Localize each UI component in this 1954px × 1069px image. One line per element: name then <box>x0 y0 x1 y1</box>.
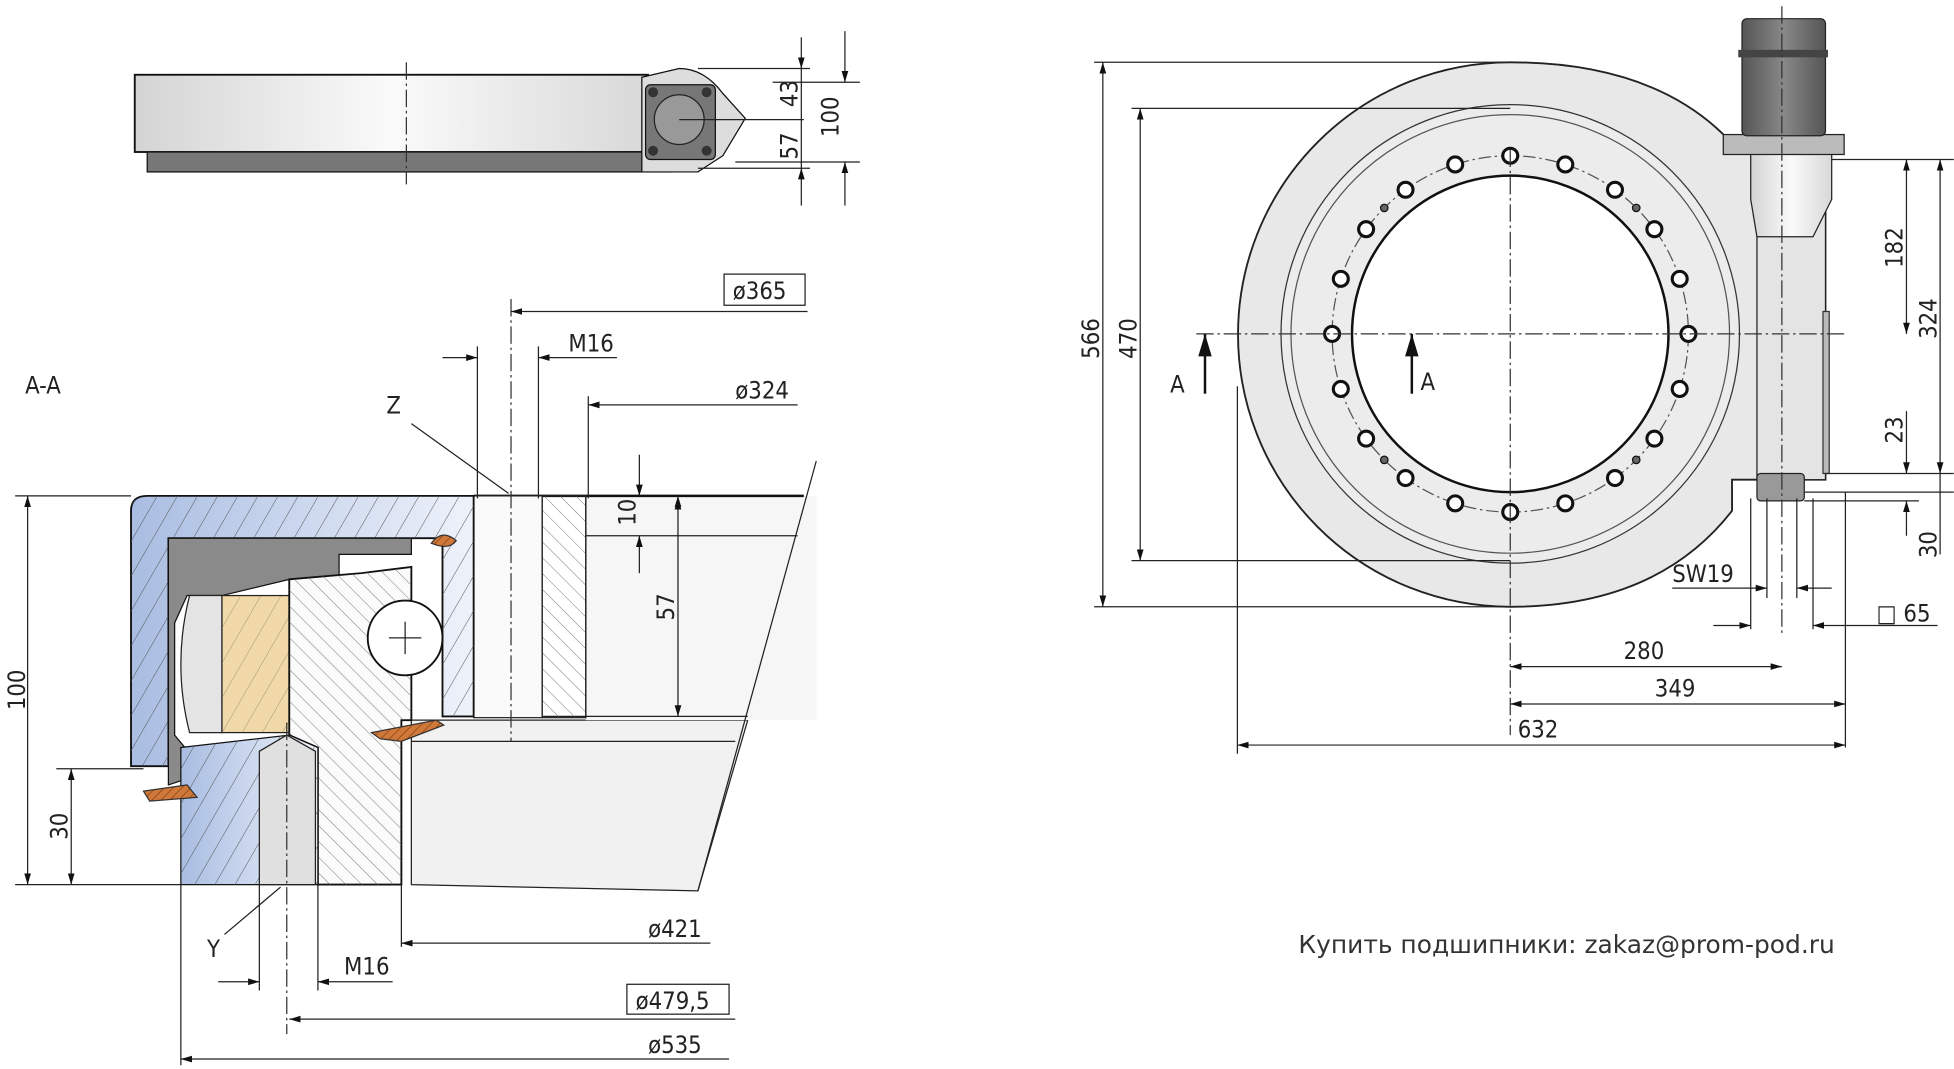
seal-left <box>142 784 199 802</box>
gear-teeth-area <box>585 495 817 721</box>
dim-280: 280 <box>1624 637 1665 665</box>
seal-bottom <box>369 719 446 742</box>
section-a-a: A-A ø365 <box>3 273 817 1066</box>
small-hole <box>1379 455 1389 465</box>
small-hole <box>1379 203 1389 213</box>
dim-d535: ø535 <box>648 1031 702 1059</box>
section-title: A-A <box>25 372 61 400</box>
bolt-hole <box>1670 379 1689 398</box>
bolt-hole <box>1556 494 1575 513</box>
bolt-hole <box>1556 155 1575 174</box>
dim-d479-box <box>626 983 730 1015</box>
dim-324: 324 <box>1914 298 1942 339</box>
motor-adapter <box>1750 151 1833 238</box>
bolt-hole <box>1645 429 1664 448</box>
label-y: Y <box>206 935 221 963</box>
dim-30: 30 <box>1914 531 1942 558</box>
dim-d421: ø421 <box>648 915 702 943</box>
bolt-hole <box>1396 469 1415 488</box>
bolt-hole <box>1446 494 1465 513</box>
dim-30: 30 <box>45 813 73 840</box>
dim-470: 470 <box>1114 318 1142 359</box>
dim-57: 57 <box>776 132 804 159</box>
footer-contact: Купить подшипники: zakaz@prom-pod.ru <box>1298 930 1834 959</box>
bolt-hole <box>1331 379 1350 398</box>
small-hole <box>1631 203 1641 213</box>
dim-sw19: SW19 <box>1672 560 1734 588</box>
bolt-hole <box>1396 180 1415 199</box>
side-view: 43 57 100 <box>133 31 860 206</box>
bolt-hole <box>1605 469 1625 488</box>
dim-100: 100 <box>817 96 845 137</box>
seal-top <box>430 534 458 547</box>
dim-349: 349 <box>1655 674 1696 702</box>
ring-base <box>146 151 672 173</box>
dim-566: 566 <box>1077 318 1105 359</box>
dim-m16-bottom: M16 <box>344 952 389 980</box>
section-mark-left: A <box>1170 370 1185 398</box>
dim-100: 100 <box>3 670 31 711</box>
section-mark-right: A <box>1421 368 1436 396</box>
dim-d365-box <box>723 273 806 306</box>
bolt-hole <box>1357 220 1376 239</box>
bolt-hole <box>1645 220 1664 239</box>
dim-43: 43 <box>776 80 804 107</box>
bolt-holes <box>1323 146 1698 522</box>
label-z: Z <box>386 392 401 420</box>
dim-632: 632 <box>1518 716 1559 744</box>
ring-body <box>133 73 650 153</box>
dim-d479: ø479,5 <box>636 987 710 1015</box>
motor <box>1741 18 1827 137</box>
drive-shaft-end <box>1756 472 1805 502</box>
dim-d365: ø365 <box>733 277 787 305</box>
plan-view: A A 566 470 182 324 23 30 SW19 □ 65 <box>1077 6 1954 754</box>
bolt-hole <box>1605 180 1625 199</box>
bolt-hole <box>1357 429 1376 448</box>
dim-23: 23 <box>1881 416 1909 443</box>
dim-182: 182 <box>1881 227 1909 268</box>
dim-sq65: □ 65 <box>1877 600 1931 628</box>
small-hole <box>1631 455 1641 465</box>
dim-m16-top: M16 <box>568 329 613 357</box>
dim-d324: ø324 <box>735 377 789 405</box>
cage <box>180 594 223 734</box>
dim-57: 57 <box>652 593 680 620</box>
bolt-hole <box>1446 155 1465 174</box>
dim-10: 10 <box>614 499 642 526</box>
motor-flange <box>1722 133 1845 156</box>
bolt-hole <box>1331 269 1350 288</box>
bolt-hole <box>1670 269 1689 288</box>
mounting-plate <box>410 719 749 892</box>
